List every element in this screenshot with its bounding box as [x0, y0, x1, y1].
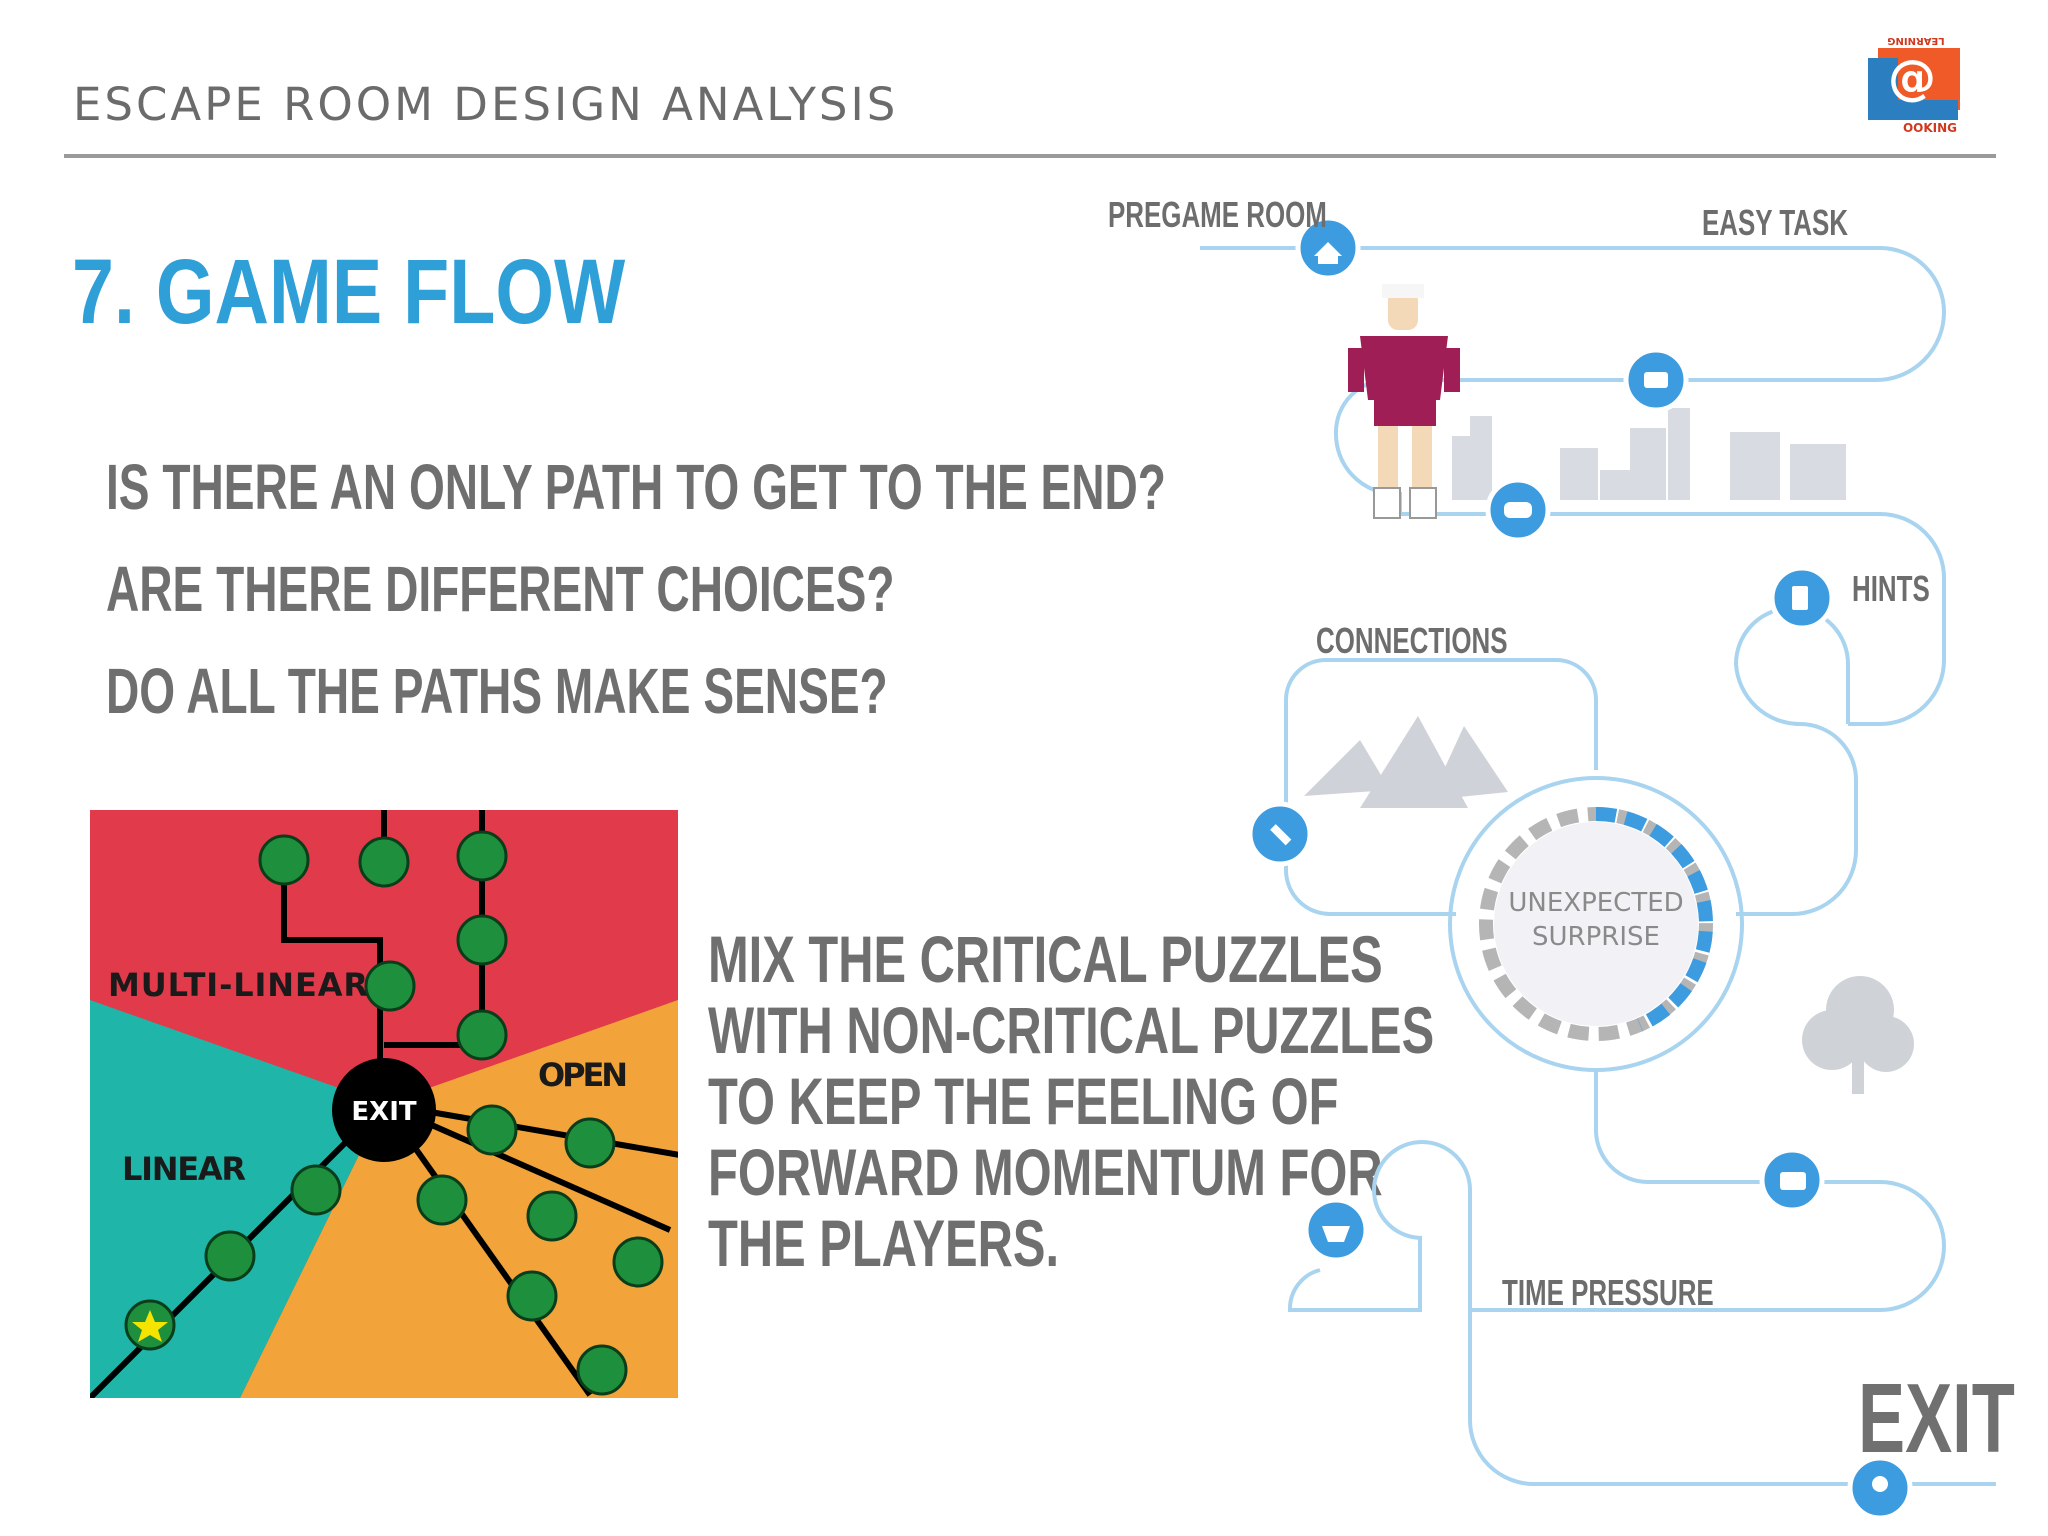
svg-text:@: @ — [1888, 50, 1936, 106]
diagram-multi-linear-label: MULTI-LINEAR — [108, 966, 368, 1004]
question-paths-make-sense: DO ALL THE PATHS MAKE SENSE? — [106, 655, 888, 727]
mix-line-5: THE PLAYERS. — [708, 1206, 1060, 1280]
flow-exit-label: EXIT — [1858, 1363, 2015, 1473]
puzzle-structure-diagram: EXIT MULTI-LINEAR OPEN LINEAR — [90, 810, 678, 1398]
mix-line-1: MIX THE CRITICAL PUZZLES — [708, 922, 1383, 996]
diagram-exit-label: EXIT — [351, 1097, 416, 1127]
diagram-open-label: OPEN — [538, 1056, 628, 1094]
question-only-path: IS THERE AN ONLY PATH TO GET TO THE END? — [106, 451, 1166, 523]
slide-title: 7. GAME FLOW — [72, 241, 626, 343]
mix-line-2: WITH NON-CRITICAL PUZZLES — [708, 993, 1435, 1067]
flow-label-surprise: SURPRISE — [1532, 922, 1660, 952]
diagram-linear-label: LINEAR — [122, 1150, 246, 1188]
mix-line-4: FORWARD MOMENTUM FOR — [708, 1135, 1383, 1209]
header-divider — [64, 154, 1996, 158]
svg-text:OOKING: OOKING — [1903, 121, 1957, 135]
mix-puzzles-text: MIX THE CRITICAL PUZZLES WITH NON-CRITIC… — [708, 924, 1434, 1279]
flow-label-easy-task: EASY TASK — [1702, 202, 1848, 243]
header-title: ESCAPE ROOM DESIGN ANALYSIS — [73, 78, 899, 131]
svg-text:LEARNING: LEARNING — [1887, 35, 1944, 46]
flow-label-hints: HINTS — [1852, 568, 1930, 609]
flow-label-unexpected: UNEXPECTED — [1508, 888, 1684, 918]
flow-label-connections: CONNECTIONS — [1316, 620, 1508, 661]
learning-looking-logo: @ LEARNING OOKING — [1864, 34, 1984, 138]
flow-label-pregame-room: PREGAME ROOM — [1108, 194, 1327, 235]
question-different-choices: ARE THERE DIFFERENT CHOICES? — [106, 553, 895, 625]
mix-line-3: TO KEEP THE FEELING OF — [708, 1064, 1339, 1138]
flow-label-time-pressure: TIME PRESSURE — [1502, 1272, 1714, 1313]
